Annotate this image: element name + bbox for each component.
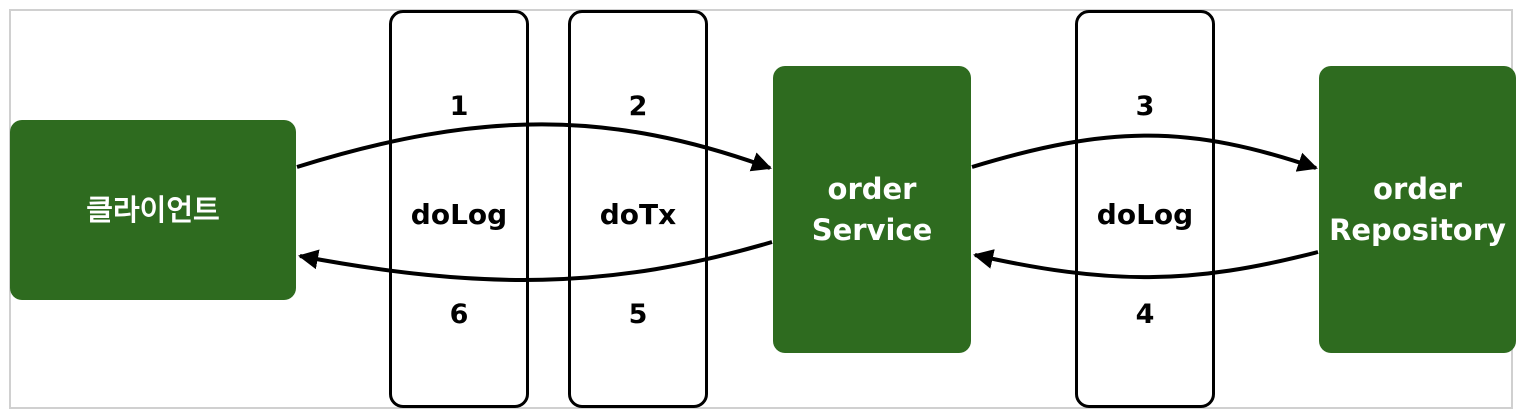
order-repository-label-line2: Repository: [1329, 212, 1506, 247]
step-number-6: 6: [449, 299, 469, 330]
log-proxy-repository-side: 3 doLog 4: [1075, 10, 1215, 408]
order-service-node: order Service: [773, 66, 971, 353]
log-proxy-client-side: 1 doLog 6: [389, 10, 529, 408]
step-number-5: 5: [628, 299, 648, 330]
order-repository-label-line1: order: [1373, 171, 1462, 206]
order-service-label-line1: order: [827, 171, 917, 206]
step-number-2: 2: [628, 91, 648, 122]
order-repository-node: order Repository: [1319, 66, 1516, 353]
client-label: 클라이언트: [86, 192, 220, 227]
client-node: 클라이언트: [10, 120, 296, 300]
step-number-4: 4: [1135, 299, 1155, 330]
transaction-proxy: 2 doTx 5: [568, 10, 708, 408]
step-number-1: 1: [449, 91, 469, 122]
order-service-label-line2: Service: [811, 212, 933, 247]
proxy-label-dolog-2: doLog: [1096, 198, 1194, 231]
step-number-3: 3: [1135, 91, 1155, 122]
proxy-label-dolog: doLog: [410, 198, 508, 231]
proxy-label-dotx: doTx: [599, 198, 677, 231]
